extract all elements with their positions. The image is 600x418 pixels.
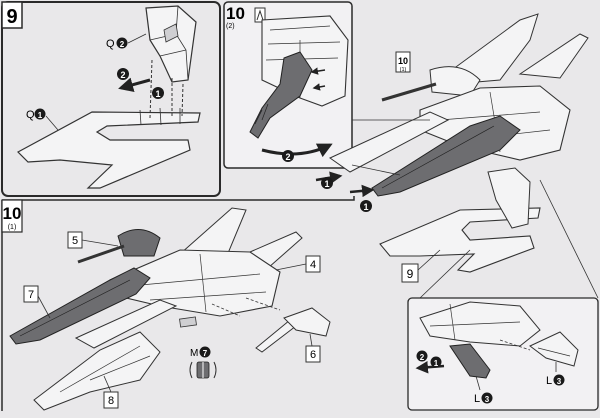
direction-arrow-2 — [118, 77, 151, 93]
step-sub: (2) — [226, 23, 235, 30]
svg-text:2: 2 — [120, 40, 125, 49]
main-assembly-right: 10 (1) 1 1 — [315, 13, 589, 212]
svg-text:2: 2 — [285, 152, 290, 162]
callout-box — [401, 263, 419, 283]
arrow-badge-2: 2 — [117, 68, 129, 80]
arrow-badge-2: 2 — [416, 350, 428, 362]
svg-text:2: 2 — [420, 353, 425, 362]
detail-panel: 2 1 L 3 L 3 — [407, 297, 599, 411]
step-number: 10 — [226, 4, 245, 23]
svg-text:1: 1 — [324, 179, 329, 189]
step9-panel: 9 1 2 Q 2 Q 1 — [1, 1, 221, 197]
ref-step-sub: (1) — [400, 67, 407, 73]
step-sub: (1) — [8, 224, 17, 231]
svg-text:1: 1 — [38, 111, 43, 120]
svg-text:1: 1 — [434, 359, 439, 368]
part-label-m7: M — [190, 348, 198, 359]
rotation-arrow — [261, 143, 333, 158]
arrow-badge-2: 2 — [282, 150, 294, 162]
rotating-arm-dark — [249, 51, 313, 139]
stand-right: 9 — [379, 167, 599, 299]
callout-5: 5 — [67, 231, 119, 249]
callout-4: 4 — [275, 255, 321, 273]
part-number-badge-l3-left: 3 — [481, 392, 493, 404]
peg-icon — [189, 361, 217, 379]
part-l3-clip — [529, 331, 579, 367]
part-label-l3-right: L — [546, 375, 552, 387]
svg-text:4: 4 — [310, 259, 316, 271]
svg-text:3: 3 — [557, 377, 562, 386]
svg-text:6: 6 — [310, 349, 316, 361]
svg-text:2: 2 — [120, 70, 125, 80]
callout-6: 6 — [305, 333, 321, 363]
part-number-badge-q2: 2 — [116, 37, 128, 49]
arrow-badge-1b: 1 — [360, 200, 372, 212]
part-number-badge-q1: 1 — [34, 108, 46, 120]
caution-icon — [254, 7, 266, 23]
step-number: 9 — [6, 6, 17, 28]
dark-cannon — [9, 267, 151, 345]
svg-text:7: 7 — [28, 289, 34, 301]
part-number-badge-l3-right: 3 — [553, 374, 565, 386]
dark-cannon — [371, 115, 521, 197]
step-number-box — [1, 1, 23, 29]
ref-step-number: 10 — [398, 56, 408, 66]
part-l3-dark — [449, 343, 491, 379]
part-number-badge-m7: 7 — [199, 346, 211, 358]
callout-8: 8 — [103, 375, 119, 409]
svg-text:5: 5 — [72, 235, 78, 247]
part-label-l3-left: L — [474, 393, 480, 405]
svg-text:3: 3 — [485, 395, 490, 404]
part-label-q1: Q — [26, 109, 35, 121]
svg-text:7: 7 — [203, 349, 208, 358]
svg-text:1: 1 — [363, 202, 368, 212]
stand-arm-q2 — [145, 5, 197, 83]
ref-step-box — [395, 51, 411, 73]
arrow-badge-1: 1 — [430, 356, 442, 368]
arrow-badge-1: 1 — [152, 87, 164, 99]
callout-number: 9 — [407, 267, 414, 281]
step-number: 10 — [3, 204, 22, 223]
callout-7: 7 — [23, 285, 51, 319]
part-label-q2: Q — [106, 38, 115, 50]
step10-2-panel: 10 (2) 2 — [223, 1, 353, 169]
svg-text:8: 8 — [108, 395, 114, 407]
arrow-badge-1: 1 — [321, 177, 333, 189]
step-number-box — [1, 199, 23, 233]
stand-base-q1 — [17, 111, 201, 189]
step10-1-panel: 10 (1) 5 4 — [1, 196, 355, 411]
svg-text:1: 1 — [155, 89, 160, 99]
